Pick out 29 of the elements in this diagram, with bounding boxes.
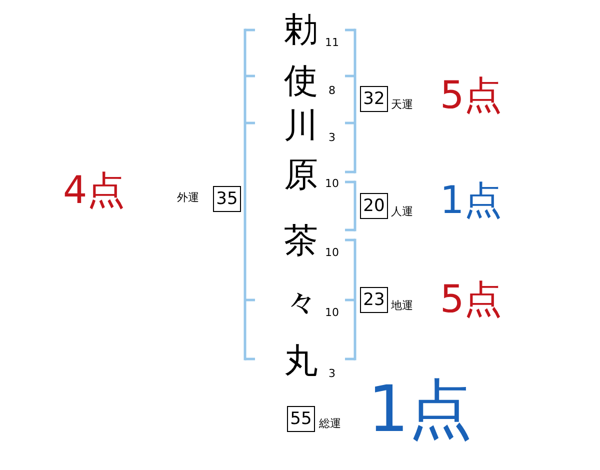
boxed-number: 20 (360, 193, 388, 219)
fortune-label: 人運 (391, 205, 413, 218)
name-character: 川 (283, 107, 319, 145)
score-text: 1点 (440, 181, 502, 219)
stroke-count: 10 (324, 306, 340, 319)
name-character: 丸 (283, 342, 319, 380)
name-character: 原 (283, 156, 319, 194)
name-character: 茶 (283, 222, 319, 260)
boxed-number: 23 (360, 287, 388, 313)
score-text: 1点 (368, 378, 473, 442)
boxed-number: 55 (287, 406, 315, 432)
stroke-count: 3 (328, 367, 336, 380)
stroke-count: 10 (324, 177, 340, 190)
score-text: 5点 (440, 280, 502, 318)
name-character: 々 (283, 284, 319, 322)
boxed-number: 32 (360, 86, 388, 112)
stroke-count: 10 (324, 246, 340, 259)
fortune-label: 天運 (391, 98, 413, 111)
stroke-count: 3 (328, 131, 336, 144)
name-character: 使 (283, 62, 319, 100)
score-text: 5点 (440, 76, 502, 114)
fortune-label: 総運 (319, 417, 341, 430)
boxed-number: 35 (213, 186, 241, 212)
name-character: 勅 (283, 11, 319, 49)
stroke-count: 11 (324, 36, 340, 49)
stroke-count: 8 (328, 84, 336, 97)
fortune-label: 地運 (391, 299, 413, 312)
score-text: 4点 (63, 171, 126, 209)
fortune-label: 外運 (177, 191, 199, 204)
